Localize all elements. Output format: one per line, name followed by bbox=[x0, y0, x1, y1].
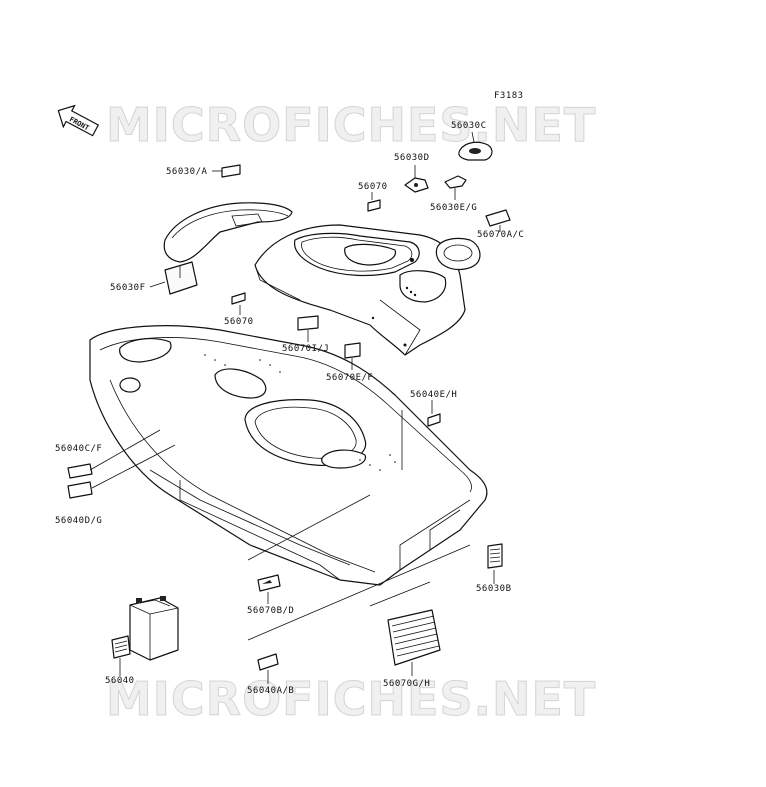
decal-56070bd bbox=[257, 574, 281, 592]
small-bracket-eg-part bbox=[444, 175, 467, 189]
decal-56070gh bbox=[387, 609, 441, 666]
label-56040e-h: 56040E/H bbox=[410, 390, 457, 400]
decal-56040ab bbox=[257, 653, 279, 671]
watermark-top: MICROFICHES.NET bbox=[106, 98, 596, 152]
watermark-bottom: MICROFICHES.NET bbox=[106, 672, 596, 726]
decal-56070ac bbox=[485, 209, 511, 227]
hull-rivets bbox=[204, 354, 396, 471]
label-56070e-f: 56070E/F bbox=[326, 373, 373, 383]
label-56070b-d: 56070B/D bbox=[247, 606, 294, 616]
label-56070g-h: 56070G/H bbox=[383, 679, 430, 689]
label-56040a-b: 56040A/B bbox=[247, 686, 294, 696]
label-56030c: 56030C bbox=[451, 121, 487, 131]
label-56030d: 56030D bbox=[394, 153, 430, 163]
battery-part bbox=[129, 596, 179, 661]
decal-56070-mid bbox=[231, 292, 246, 305]
leader-lines bbox=[89, 131, 501, 684]
label-56040c-f: 56040C/F bbox=[55, 444, 102, 454]
label-56070i-j: 56070I/J bbox=[282, 344, 329, 354]
label-56070-top: 56070 bbox=[358, 182, 388, 192]
label-56030-a: 56030/A bbox=[166, 167, 208, 177]
decal-56030a bbox=[221, 164, 241, 178]
decal-56030b bbox=[487, 543, 503, 569]
decal-56040cf bbox=[67, 463, 93, 479]
label-56040d-g: 56040D/G bbox=[55, 516, 102, 526]
label-56030f: 56030F bbox=[110, 283, 146, 293]
front-cowl-part bbox=[163, 202, 293, 263]
display-meter-part bbox=[435, 237, 481, 271]
deck-holes bbox=[371, 258, 417, 347]
hull-part bbox=[89, 325, 488, 586]
label-56030e-g: 56030E/G bbox=[430, 203, 477, 213]
decal-56040dg bbox=[67, 481, 93, 499]
decal-56070-top bbox=[367, 199, 381, 212]
gauge-cover-part bbox=[458, 141, 493, 161]
front-arrow-icon: FRONT bbox=[57, 104, 100, 137]
decal-56030f bbox=[164, 261, 198, 295]
small-bracket-d-part bbox=[404, 177, 429, 193]
decal-56070ij bbox=[297, 315, 319, 331]
label-56030b: 56030B bbox=[476, 584, 512, 594]
decal-56040eh bbox=[427, 413, 441, 427]
label-56070a-c: 56070A/C bbox=[477, 230, 524, 240]
decal-56070ef bbox=[344, 342, 361, 359]
label-56070-mid: 56070 bbox=[224, 317, 254, 327]
figure-code: F3183 bbox=[494, 91, 524, 101]
label-56040: 56040 bbox=[105, 676, 135, 686]
upper-deck-part bbox=[254, 224, 466, 356]
decal-56040 bbox=[111, 635, 131, 659]
